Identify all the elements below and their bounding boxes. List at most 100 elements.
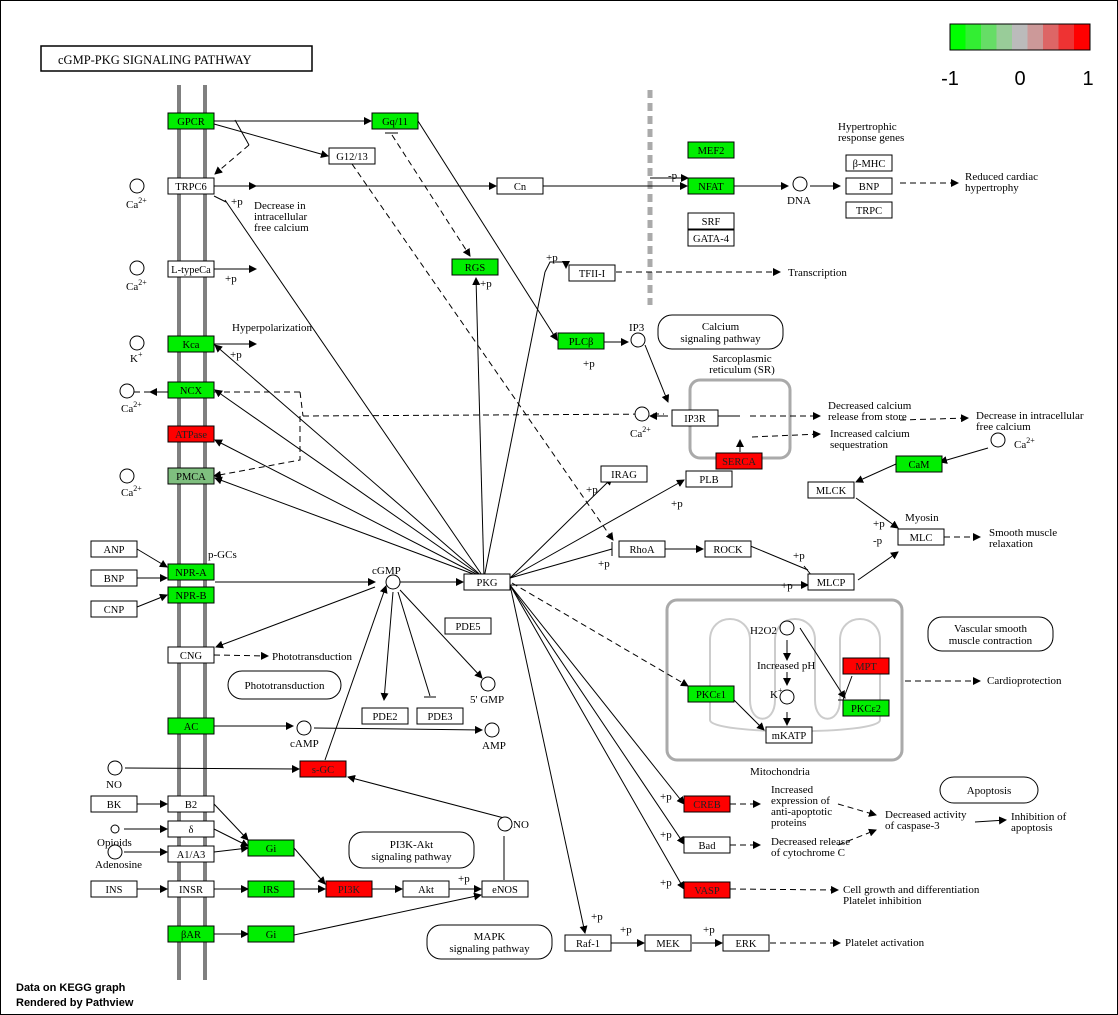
compound-ca5[interactable]: Ca2+	[630, 406, 651, 440]
annotation-dec-act: of caspase-3	[885, 820, 940, 832]
gene-node-raf1[interactable]: Raf-1	[564, 934, 612, 952]
gene-node-gi1[interactable]: Gi	[247, 839, 295, 857]
gene-node-ncx[interactable]: NCX	[167, 381, 215, 399]
gene-node-plcb[interactable]: PLCβ	[557, 332, 605, 350]
gene-node-pde5[interactable]: PDE5	[444, 617, 492, 635]
gene-node-b2[interactable]: B2	[167, 795, 215, 813]
edge	[857, 551, 899, 581]
compound-ca6[interactable]: Ca2+	[990, 432, 1035, 451]
gene-node-rhoa[interactable]: RhoA	[618, 540, 666, 558]
gene-node-cng[interactable]: CNG	[167, 646, 215, 664]
gene-node-ins[interactable]: INS	[90, 880, 138, 898]
gene-node-nfat[interactable]: NFAT	[687, 177, 735, 195]
legend-label: -1	[941, 68, 959, 90]
gene-node-serca[interactable]: SERCA	[715, 452, 763, 470]
gene-node-irs[interactable]: IRS	[247, 880, 295, 898]
gene-node-pde3[interactable]: PDE3	[416, 707, 464, 725]
gene-node-cam[interactable]: CaM	[895, 455, 943, 473]
gene-node-bnp[interactable]: BNP	[90, 569, 138, 587]
compound-ca2[interactable]: Ca2+	[126, 260, 147, 293]
gene-node-rgs[interactable]: RGS	[451, 258, 499, 276]
gene-node-trpc[interactable]: TRPC	[845, 201, 893, 219]
compound-ca4[interactable]: Ca2+	[119, 468, 142, 499]
gene-label: SRF	[702, 217, 721, 228]
compound-camp[interactable]: cAMP	[290, 720, 319, 750]
gene-node-erk[interactable]: ERK	[722, 934, 770, 952]
gene-node-srf[interactable]: SRF	[687, 212, 735, 230]
compound-ca1[interactable]: Ca2+	[126, 178, 147, 211]
gene-node-sgc[interactable]: s-GC	[299, 760, 347, 778]
gene-node-plb[interactable]: PLB	[685, 470, 733, 488]
gene-node-mlck[interactable]: MLCK	[807, 481, 855, 499]
pathway-link-photo[interactable]: Phototransduction	[227, 670, 342, 700]
compound-amp[interactable]: AMP	[482, 722, 506, 752]
compound-no2[interactable]: NO	[497, 816, 529, 832]
compound-gmp5[interactable]: 5' GMP	[470, 676, 504, 706]
gene-node-gi2[interactable]: Gi	[247, 925, 295, 943]
annotation-myosin: Myosin	[905, 512, 939, 524]
gene-box	[845, 177, 893, 195]
compound-adenosine[interactable]: Adenosine	[95, 844, 142, 871]
gene-node-cnp[interactable]: CNP	[90, 600, 138, 618]
gene-node-vasp[interactable]: VASP	[683, 881, 731, 899]
gene-node-mpt[interactable]: MPT	[842, 657, 890, 675]
gene-node-cn[interactable]: Cn	[496, 177, 544, 195]
compound-dna[interactable]: DNA	[787, 176, 811, 207]
annotation-dec-intra: free calcium	[976, 421, 1031, 433]
gene-node-mef2[interactable]: MEF2	[687, 141, 735, 159]
compound-k1[interactable]: K+	[129, 335, 145, 365]
gene-node-npra[interactable]: NPR-A	[167, 563, 215, 581]
gene-node-gpcr[interactable]: GPCR	[167, 112, 215, 130]
compound-cgmp[interactable]: cGMP	[372, 565, 401, 590]
compound-opioids[interactable]: Opioids	[97, 824, 132, 849]
gene-node-kca[interactable]: Kca	[167, 335, 215, 353]
gene-box	[600, 465, 648, 483]
gene-label: NPR-B	[176, 591, 207, 602]
gene-node-ip3r[interactable]: IP3R	[671, 409, 719, 427]
gene-node-pkce1[interactable]: PKCε1	[687, 685, 735, 703]
gene-node-delta[interactable]: δ	[167, 820, 215, 838]
gene-node-nprb[interactable]: NPR-B	[167, 586, 215, 604]
gene-node-akt[interactable]: Akt	[402, 880, 450, 898]
gene-node-pkg[interactable]: PKG	[463, 573, 511, 591]
gene-node-g1213[interactable]: G12/13	[328, 147, 376, 165]
gene-node-mek[interactable]: MEK	[644, 934, 692, 952]
gene-node-mlcp[interactable]: MLCP	[807, 573, 855, 591]
pathway-link-apoptosis[interactable]: Apoptosis	[939, 776, 1039, 804]
gene-node-bar[interactable]: βAR	[167, 925, 215, 943]
gene-node-bnp2[interactable]: BNP	[845, 177, 893, 195]
gene-node-gata4[interactable]: GATA-4	[687, 229, 735, 247]
gene-node-bk[interactable]: BK	[90, 795, 138, 813]
gene-node-pmca[interactable]: PMCA	[167, 467, 215, 485]
gene-node-mlc[interactable]: MLC	[897, 528, 945, 546]
compound-ca3[interactable]: Ca2+	[119, 383, 142, 415]
gene-node-tfii[interactable]: TFII-I	[568, 264, 616, 282]
gene-node-anp[interactable]: ANP	[90, 540, 138, 558]
compound-ip3[interactable]: IP3	[629, 322, 646, 348]
gene-node-insr[interactable]: INSR	[167, 880, 215, 898]
gene-node-creb[interactable]: CREB	[683, 795, 731, 813]
compound-no1[interactable]: NO	[106, 760, 123, 791]
gene-node-atpase[interactable]: ATPase	[167, 425, 215, 443]
gene-node-irag[interactable]: IRAG	[600, 465, 648, 483]
gene-node-ltype[interactable]: L-typeCa	[167, 260, 215, 278]
gene-node-trpc6[interactable]: TRPC6	[167, 177, 215, 195]
compound-h2o2[interactable]: H2O2	[750, 620, 795, 637]
gene-node-pi3k[interactable]: PI3K	[325, 880, 373, 898]
gene-node-ac[interactable]: AC	[167, 717, 215, 735]
gene-node-pde2[interactable]: PDE2	[361, 707, 409, 725]
gene-node-a1a3[interactable]: A1/A3	[167, 845, 215, 863]
gene-node-gq[interactable]: Gq/11	[371, 112, 419, 130]
gene-box	[361, 707, 409, 725]
gene-node-mkatp[interactable]: mKATP	[765, 726, 813, 744]
gene-node-rock[interactable]: ROCK	[704, 540, 752, 558]
gene-node-bad[interactable]: Bad	[683, 836, 731, 854]
gene-node-bmhc[interactable]: β-MHC	[845, 154, 893, 172]
compound-kmit[interactable]: K+	[770, 686, 795, 705]
gene-node-pkce2[interactable]: PKCε2	[842, 699, 890, 717]
gene-node-enos[interactable]: eNOS	[481, 880, 529, 898]
